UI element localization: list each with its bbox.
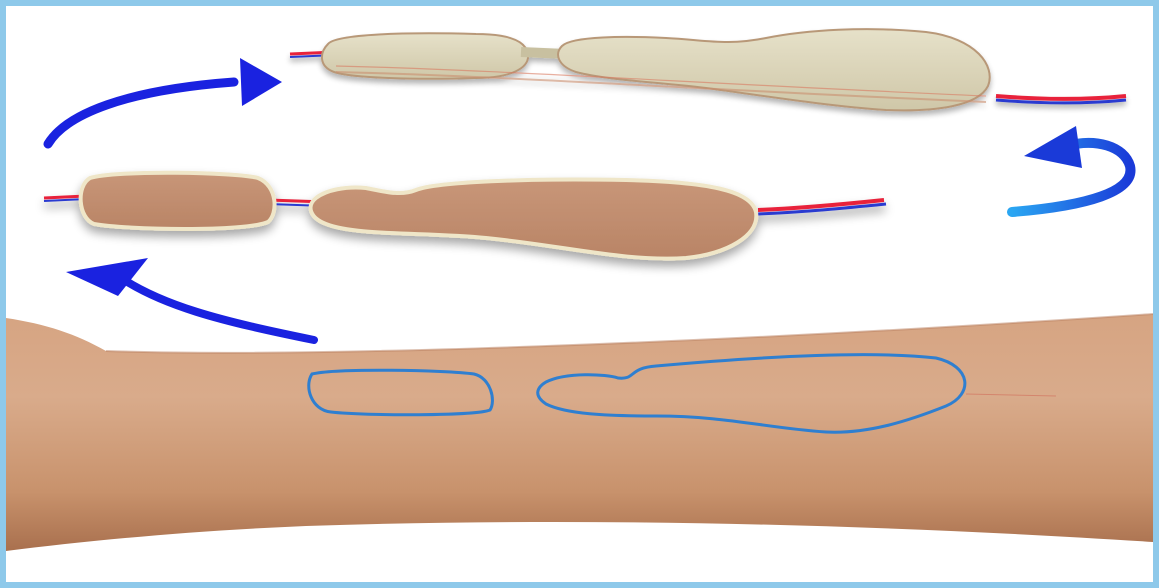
flap-segment-large (311, 179, 757, 258)
curved-arrow-icon (66, 258, 314, 340)
flap-segment-small (81, 173, 275, 229)
graft-pedicle-right (996, 96, 1126, 99)
graft (290, 29, 1126, 110)
raised-flap (44, 173, 886, 259)
graft-segment-large (558, 29, 990, 110)
diagram-canvas (6, 6, 1153, 582)
curved-arrow-icon (48, 58, 282, 144)
forearm (6, 314, 1153, 551)
curved-arrow-icon (1012, 126, 1130, 212)
